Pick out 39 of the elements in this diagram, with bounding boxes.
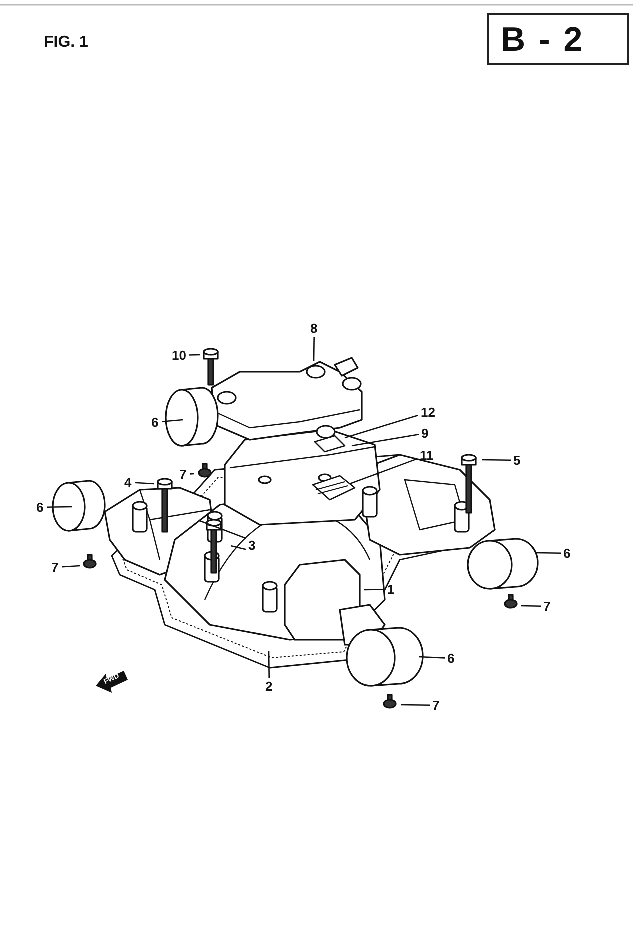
callout-number: 12 <box>420 404 436 420</box>
callout-number: 9 <box>420 426 430 440</box>
callout-number: 6 <box>562 546 572 560</box>
callout-number: 6 <box>36 500 45 514</box>
callout-number: 2 <box>264 678 274 694</box>
leader-line <box>190 473 194 475</box>
leader-line <box>313 337 315 361</box>
leader-line <box>188 354 200 356</box>
title-frame <box>487 13 629 65</box>
callout-number: 7 <box>50 560 60 574</box>
callout-number: 11 <box>419 448 435 462</box>
callout-number: 1 <box>386 582 396 596</box>
callout-number: 5 <box>512 452 522 468</box>
leader-line <box>62 565 80 568</box>
page-code: B - 2 <box>501 21 585 59</box>
leader-line <box>482 459 511 462</box>
leader-line <box>364 588 386 591</box>
callout-number: 10 <box>171 348 188 362</box>
leader-line <box>162 419 184 423</box>
leader-line <box>536 552 561 554</box>
leader-line <box>344 414 418 439</box>
callout-number: 8 <box>310 320 319 336</box>
leader-line <box>350 458 418 485</box>
leader-line <box>47 506 72 508</box>
callout-number: 7 <box>178 466 188 482</box>
leader-line <box>401 704 430 706</box>
callout-number: 4 <box>124 474 133 490</box>
leader-line <box>200 520 246 540</box>
callout-number: 7 <box>432 698 441 712</box>
callout-number: 6 <box>150 414 160 430</box>
leader-line <box>134 482 154 485</box>
leader-line <box>520 605 542 608</box>
callout-number: 7 <box>542 598 552 614</box>
leader-line <box>230 545 246 550</box>
figure-number: FIG. 1 <box>44 34 88 52</box>
callout-number: 6 <box>446 650 456 666</box>
leader-line <box>418 656 446 659</box>
callout-number: 3 <box>248 538 257 552</box>
leader-line <box>352 434 420 447</box>
